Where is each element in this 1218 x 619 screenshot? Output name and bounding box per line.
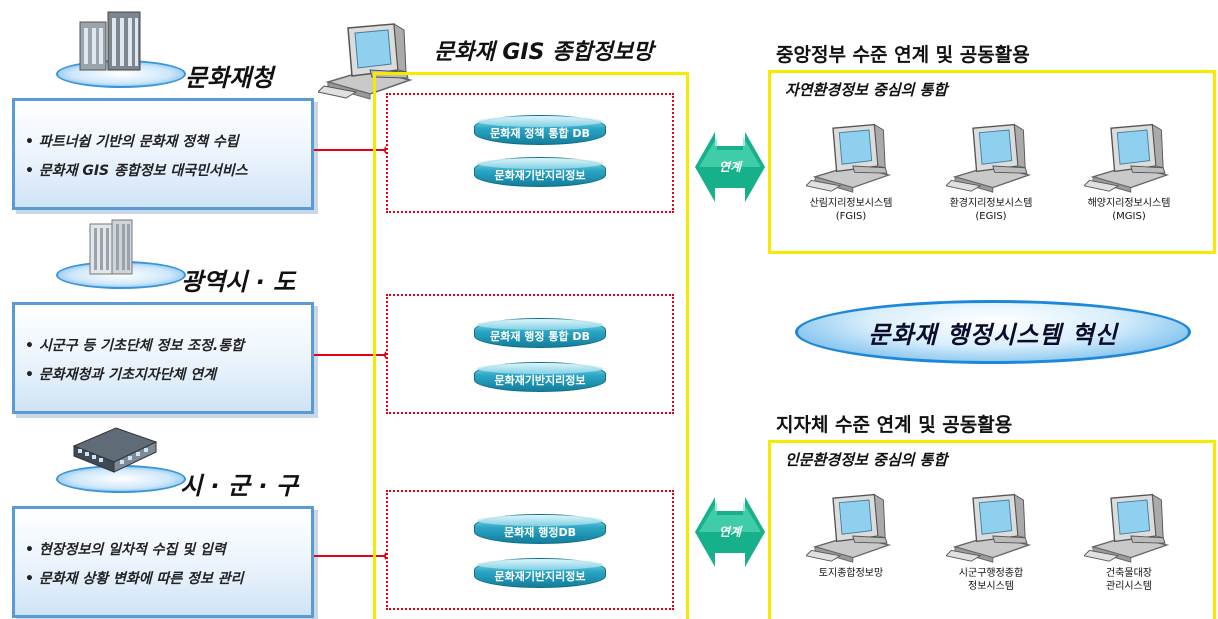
local-gov-box: 인문환경정보 중심의 통합 토지종합정보망 시군구행정종합 정보시스템 건축물대… [768, 440, 1216, 619]
org-title-2: 광역시 · 도 [181, 268, 296, 296]
db-cylinder-3a: 문화재 행정DB [474, 514, 606, 544]
system-label: 해양지리정보시스템 (MGIS) [1087, 198, 1171, 222]
innovation-badge: 문화재 행정시스템 혁신 [795, 300, 1191, 364]
db-cylinder-1b: 문화재기반지리정보 [474, 157, 606, 187]
computer-icon [806, 491, 896, 563]
building-base-3 [56, 465, 186, 493]
org-1-line-2: • 문화재 GIS 종합정보 대국민서비스 [25, 163, 248, 179]
org-title-1: 문화재청 [185, 64, 274, 92]
connector-line-1 [314, 149, 388, 151]
system-admin: 시군구행정종합 정보시스템 [921, 491, 1061, 593]
system-label: 토지종합정보망 [818, 568, 884, 579]
db-cylinder-2b: 문화재기반지리정보 [474, 362, 606, 392]
org-3-line-2: • 문화재 상황 변화에 따른 정보 관리 [25, 571, 244, 587]
system-label: 건축물대장 관리시스템 [1106, 568, 1152, 592]
org-title-3: 시 · 군 · 구 [180, 472, 298, 500]
system-building: 건축물대장 관리시스템 [1059, 491, 1199, 593]
computer-icon [1084, 491, 1174, 563]
local-gov-subtitle: 인문환경정보 중심의 통합 [785, 451, 948, 469]
org-2-line-2: • 문화재청과 기초지자단체 연계 [25, 367, 217, 383]
connector-line-2 [314, 354, 388, 356]
building-icon-local [72, 427, 158, 473]
system-land: 토지종합정보망 [781, 491, 921, 580]
computer-icon [946, 121, 1036, 193]
computer-icon [946, 491, 1036, 563]
building-icon-metro [89, 219, 133, 275]
db-cylinder-1a: 문화재 정책 통합 DB [474, 115, 606, 145]
db-cylinder-2a: 문화재 행정 통합 DB [474, 318, 606, 348]
connector-line-3 [314, 555, 388, 557]
system-label: 환경지리정보시스템 (EGIS) [949, 198, 1033, 222]
system-label: 산림지리정보시스템 (FGIS) [809, 198, 893, 222]
computer-icon [1084, 121, 1174, 193]
org-box-3: • 현장정보의 일차적 수집 및 입력 • 문화재 상황 변화에 따른 정보 관… [12, 506, 314, 618]
link-label-bottom: 연계 [718, 525, 742, 539]
gis-network-frame [373, 72, 689, 619]
system-label: 시군구행정종합 정보시스템 [958, 568, 1024, 592]
org-3-line-1: • 현장정보의 일차적 수집 및 입력 [25, 542, 226, 558]
db-cylinder-3b: 문화재기반지리정보 [474, 558, 606, 588]
db-group-1: 문화재 정책 통합 DB 문화재기반지리정보 [386, 93, 674, 213]
link-label-top: 연계 [718, 160, 742, 174]
center-title: 문화재 GIS 종합정보망 [434, 40, 654, 65]
central-gov-box: 자연환경정보 중심의 통합 산림지리정보시스템 (FGIS) 환경지리정보시스템… [768, 70, 1216, 254]
link-arrow-bottom: 연계 [695, 497, 765, 567]
central-gov-subtitle: 자연환경정보 중심의 통합 [785, 81, 948, 99]
org-2-line-1: • 시군구 등 기초단체 정보 조정.통합 [25, 338, 244, 354]
db-group-2: 문화재 행정 통합 DB 문화재기반지리정보 [386, 294, 674, 414]
computer-icon [806, 121, 896, 193]
system-fgis: 산림지리정보시스템 (FGIS) [781, 121, 921, 223]
org-box-2: • 시군구 등 기초단체 정보 조정.통합 • 문화재청과 기초지자단체 연계 [12, 302, 314, 414]
org-1-line-1: • 파트너쉽 기반의 문화재 정책 수립 [25, 134, 239, 150]
system-mgis: 해양지리정보시스템 (MGIS) [1059, 121, 1199, 223]
local-gov-title: 지자체 수준 연계 및 공동활용 [776, 414, 1013, 436]
link-arrow-top: 연계 [695, 132, 765, 202]
building-icon-hq [79, 11, 141, 71]
org-box-1: • 파트너쉽 기반의 문화재 정책 수립 • 문화재 GIS 종합정보 대국민서… [12, 98, 314, 210]
db-group-3: 문화재 행정DB 문화재기반지리정보 [386, 490, 674, 610]
system-egis: 환경지리정보시스템 (EGIS) [921, 121, 1061, 223]
central-gov-title: 중앙정부 수준 연계 및 공동활용 [776, 44, 1030, 66]
